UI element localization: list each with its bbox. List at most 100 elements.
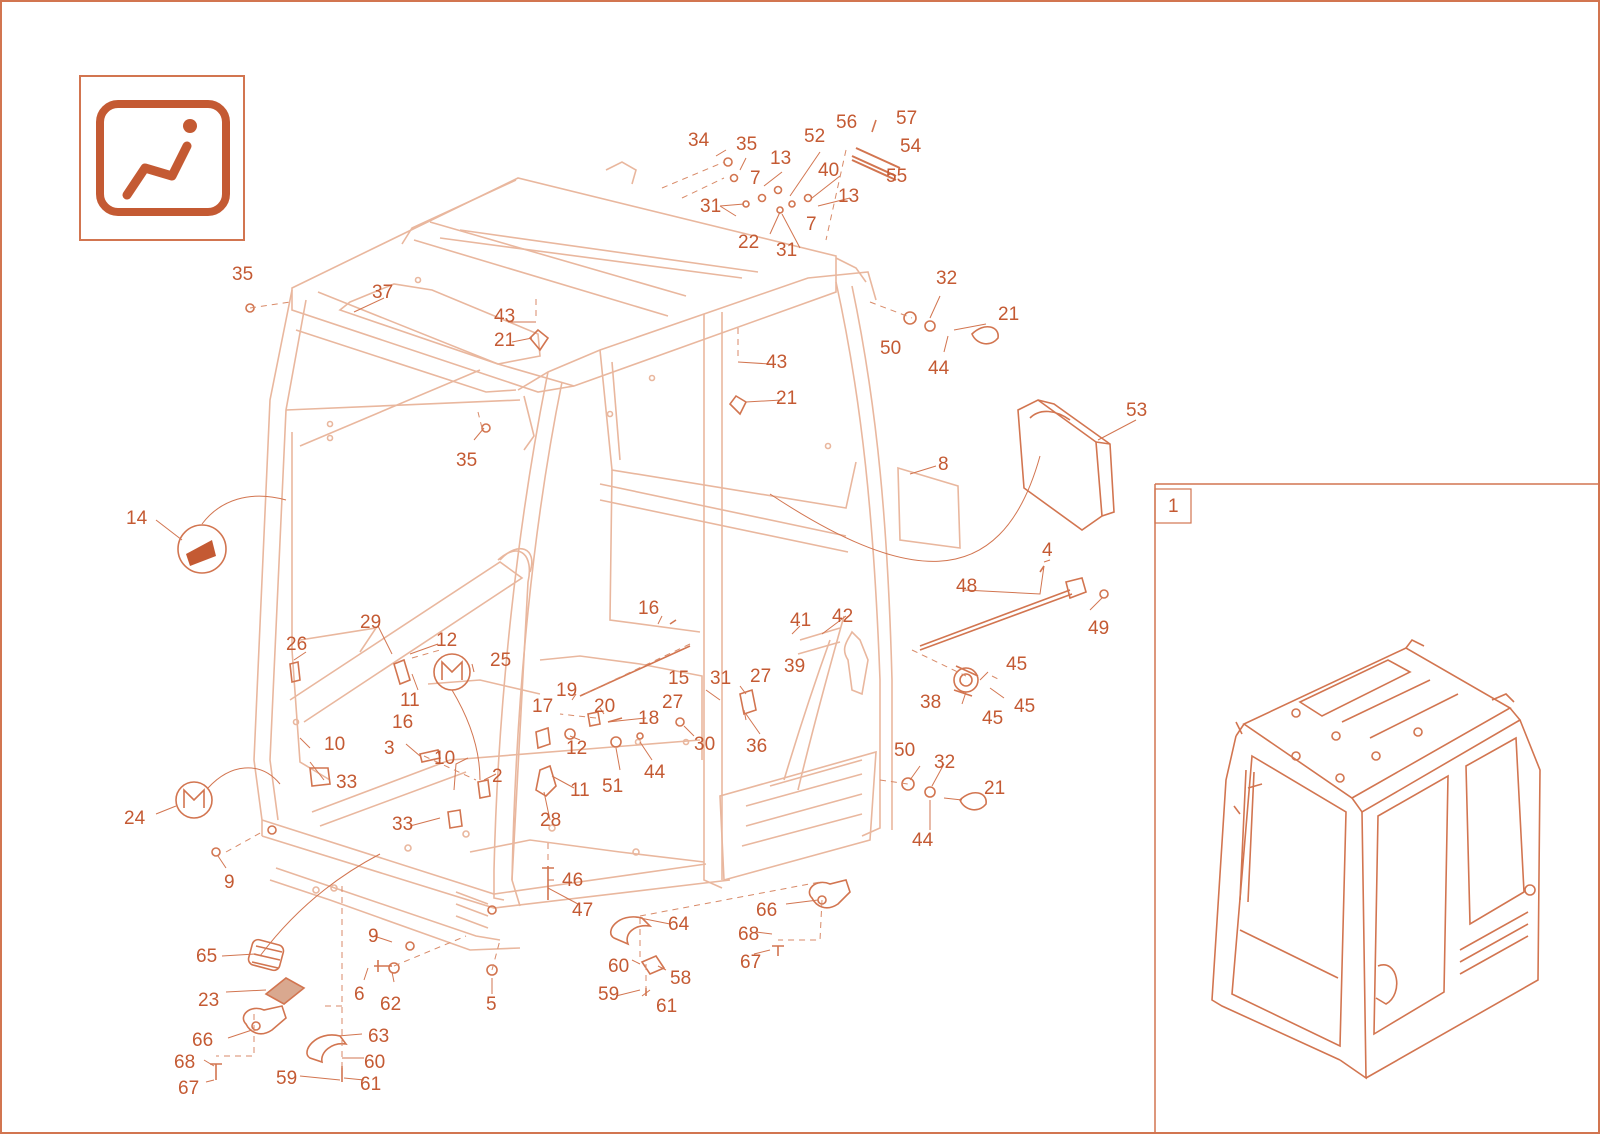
callout-68[interactable]: 68 [174,1052,195,1073]
callout-44[interactable]: 44 [928,358,950,379]
callout-54[interactable]: 54 [900,136,922,157]
callout-34[interactable]: 34 [688,130,710,151]
callout-43[interactable]: 43 [494,306,515,327]
callout-35[interactable]: 35 [736,134,757,155]
callout-16[interactable]: 16 [638,598,659,619]
callout-7[interactable]: 7 [806,214,817,235]
callout-44[interactable]: 44 [912,830,934,851]
callout-61[interactable]: 61 [360,1074,381,1095]
callout-21[interactable]: 21 [494,330,515,351]
callout-47[interactable]: 47 [572,900,593,921]
callout-61[interactable]: 61 [656,996,677,1017]
callout-11[interactable]: 11 [400,690,420,711]
callout-30[interactable]: 30 [694,734,715,755]
callout-45[interactable]: 45 [982,708,1003,729]
callout-56[interactable]: 56 [836,112,857,133]
assembled-cab-drawing [1211,638,1541,1080]
callout-32[interactable]: 32 [936,268,957,289]
callout-24[interactable]: 24 [124,808,146,829]
callout-31[interactable]: 31 [776,240,797,261]
callout-27[interactable]: 27 [662,692,683,713]
callout-59[interactable]: 59 [598,984,619,1005]
callout-22[interactable]: 22 [738,232,759,253]
callout-45[interactable]: 45 [1006,654,1027,675]
callout-38[interactable]: 38 [920,692,941,713]
callout-33[interactable]: 33 [336,772,357,793]
callout-55[interactable]: 55 [886,166,907,187]
callout-58[interactable]: 58 [670,968,691,989]
callout-41[interactable]: 41 [790,610,811,631]
callout-9[interactable]: 9 [368,926,379,947]
callout-29[interactable]: 29 [360,612,381,633]
callout-64[interactable]: 64 [668,914,690,935]
callout-2[interactable]: 2 [492,766,503,787]
callout-12[interactable]: 12 [566,738,587,759]
callout-67[interactable]: 67 [740,952,761,973]
callout-9[interactable]: 9 [224,872,235,893]
callout-37[interactable]: 37 [372,282,393,303]
callout-50[interactable]: 50 [894,740,915,761]
callout-21[interactable]: 21 [776,388,797,409]
callout-67[interactable]: 67 [178,1078,199,1099]
callout-25[interactable]: 25 [490,650,511,671]
callout-16[interactable]: 16 [392,712,413,733]
callout-59[interactable]: 59 [276,1068,297,1089]
callout-66[interactable]: 66 [192,1030,213,1051]
callout-68[interactable]: 68 [738,924,759,945]
callout-20[interactable]: 20 [594,696,615,717]
callout-13[interactable]: 13 [770,148,791,169]
callout-43[interactable]: 43 [766,352,787,373]
callout-63[interactable]: 63 [368,1026,389,1047]
callout-46[interactable]: 46 [562,870,583,891]
callout-11[interactable]: 11 [570,780,590,801]
callout-10[interactable]: 10 [324,734,345,755]
callout-66[interactable]: 66 [756,900,777,921]
callout-6[interactable]: 6 [354,984,365,1005]
callout-3[interactable]: 3 [384,738,395,759]
callout-51[interactable]: 51 [602,776,623,797]
callout-14[interactable]: 14 [126,508,148,529]
callout-35[interactable]: 35 [456,450,477,471]
callout-60[interactable]: 60 [364,1052,385,1073]
callout-36[interactable]: 36 [746,736,767,757]
callout-62[interactable]: 62 [380,994,401,1015]
callout-19[interactable]: 19 [556,680,577,701]
callout-13[interactable]: 13 [838,186,859,207]
inset-number: 1 [1168,496,1179,517]
callout-31[interactable]: 31 [710,668,731,689]
callout-28[interactable]: 28 [540,810,561,831]
callout-15[interactable]: 15 [668,668,689,689]
callout-21[interactable]: 21 [984,778,1005,799]
callout-48[interactable]: 48 [956,576,977,597]
callout-26[interactable]: 26 [286,634,307,655]
callout-33[interactable]: 33 [392,814,413,835]
callout-44[interactable]: 44 [644,762,666,783]
callout-45[interactable]: 45 [1014,696,1035,717]
callout-39[interactable]: 39 [784,656,805,677]
callout-4[interactable]: 4 [1042,540,1053,561]
callout-32[interactable]: 32 [934,752,955,773]
callout-31[interactable]: 31 [700,196,721,217]
callout-35[interactable]: 35 [232,264,253,285]
callout-42[interactable]: 42 [832,606,853,627]
callout-50[interactable]: 50 [880,338,901,359]
callout-57[interactable]: 57 [896,108,917,129]
callout-27[interactable]: 27 [750,666,771,687]
callout-65[interactable]: 65 [196,946,217,967]
callout-53[interactable]: 53 [1126,400,1147,421]
callout-49[interactable]: 49 [1088,618,1109,639]
callout-52[interactable]: 52 [804,126,825,147]
callout-18[interactable]: 18 [638,708,659,729]
callout-60[interactable]: 60 [608,956,629,977]
callout-7[interactable]: 7 [750,168,761,189]
callout-21[interactable]: 21 [998,304,1019,325]
callout-23[interactable]: 23 [198,990,219,1011]
callout-5[interactable]: 5 [486,994,497,1015]
callout-10[interactable]: 10 [434,748,455,769]
callout-40[interactable]: 40 [818,160,839,181]
callout-12[interactable]: 12 [436,630,457,651]
callout-8[interactable]: 8 [938,454,949,475]
callout-17[interactable]: 17 [532,696,553,717]
inset-panel [1154,483,1600,1134]
